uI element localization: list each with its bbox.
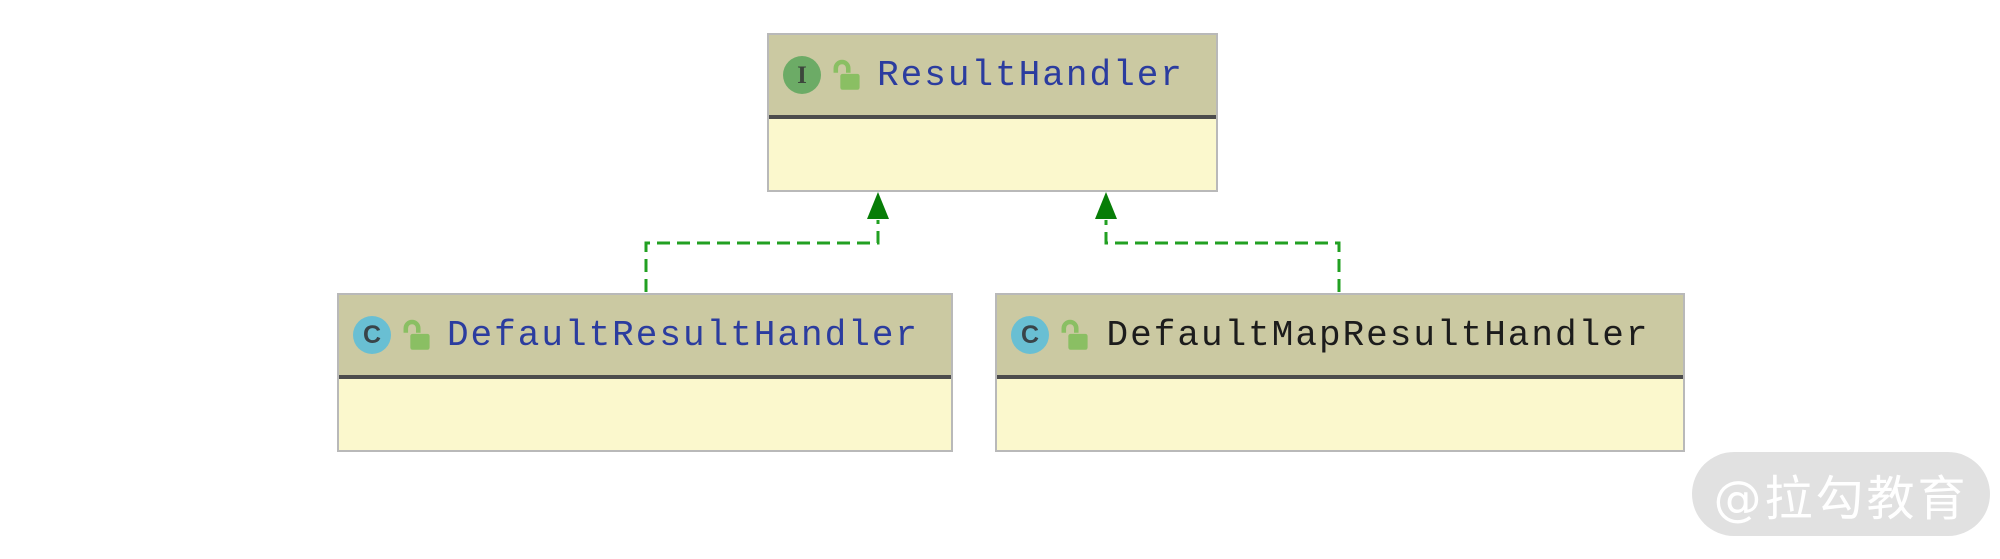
node-result-handler[interactable]: I ResultHandler [767,33,1218,192]
node-title: DefaultResultHandler [446,314,920,356]
watermark-badge: @拉勾教育 [1692,452,1990,536]
node-header: C DefaultResultHandler [339,295,951,375]
node-separator [339,375,951,379]
node-separator [997,375,1683,379]
inheritance-arrowhead-icon [1095,192,1117,219]
node-title: ResultHandler [877,54,1184,96]
unlocked-padlock-icon [833,59,860,90]
interface-badge-icon: I [783,56,821,94]
node-default-result-handler[interactable]: C DefaultResultHandler [337,293,953,452]
implements-edge-line[interactable] [1104,220,1341,292]
node-members-section [339,379,951,450]
node-separator [769,115,1216,119]
class-badge-icon: C [353,316,391,354]
edge-defaultresulthandler-implements-resulthandler[interactable] [644,192,889,292]
node-members-section [997,379,1683,450]
node-members-section [769,119,1216,190]
unlocked-padlock-icon [1061,319,1088,350]
unlocked-padlock-icon [403,319,430,350]
implements-edge-line[interactable] [644,220,880,292]
edge-defaultmapresulthandler-implements-resulthandler[interactable] [1095,192,1341,292]
node-header: C DefaultMapResultHandler [997,295,1683,375]
node-title: DefaultMapResultHandler [1106,314,1650,356]
inheritance-arrowhead-icon [867,192,889,219]
node-header: I ResultHandler [769,35,1216,115]
class-badge-icon: C [1011,316,1049,354]
node-default-map-result-handler[interactable]: C DefaultMapResultHandler [995,293,1685,452]
